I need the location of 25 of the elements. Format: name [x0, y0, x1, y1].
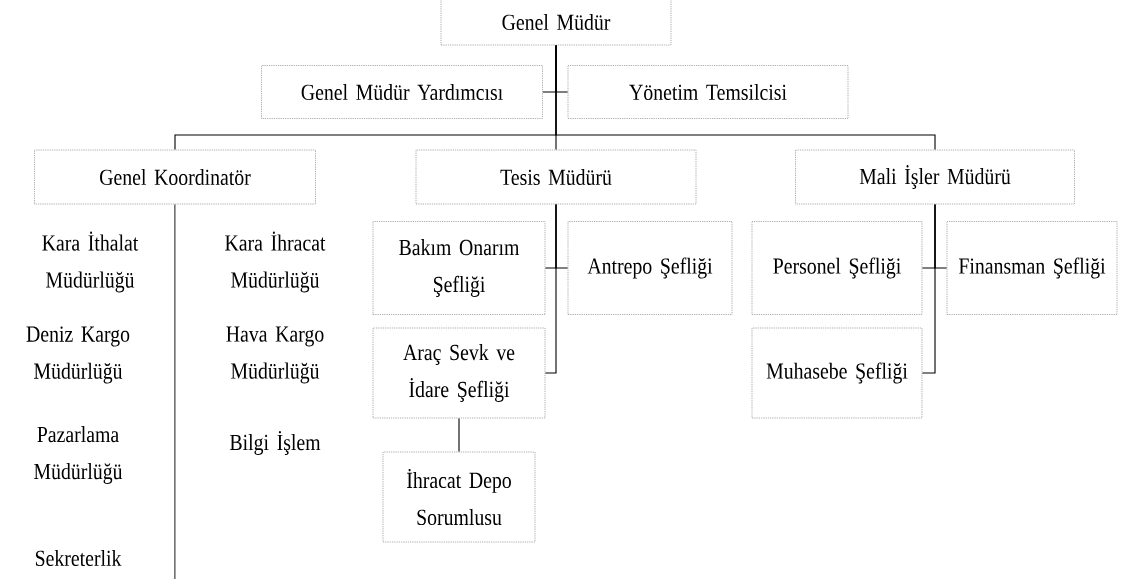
position-box: Tesis Müdürü	[415, 149, 697, 205]
position-box: Genel Koordinatör	[34, 149, 316, 205]
position-box: Genel Müdür Yardımcısı	[261, 65, 543, 119]
connector-line	[921, 203, 936, 374]
connector-line	[458, 417, 460, 453]
position-box: Yönetim Temsilcisi	[567, 65, 849, 119]
position-box: Araç Sevk ve İdare Şefliği	[372, 327, 546, 419]
position-box: Antrepo Şefliği	[567, 221, 733, 315]
position-box: Finansman Şefliği	[946, 221, 1118, 315]
position-box: Personel Şefliği	[751, 221, 923, 315]
unit-label: Pazarlama Müdürlüğü	[34, 426, 123, 484]
position-box: Bakım Onarım Şefliği	[372, 221, 546, 315]
title-box: Genel Müdür	[440, 0, 672, 46]
unit-label: Kara İthalat Müdürlüğü	[42, 231, 139, 293]
unit-label: Deniz Kargo Müdürlüğü	[26, 326, 130, 384]
unit-label: Sekreterlik	[35, 549, 122, 567]
position-box: Muhasebe Şefliği	[751, 327, 923, 419]
position-box: İhracat Depo Sorumlusu	[382, 451, 536, 543]
position-box: Mali İşler Müdürü	[795, 149, 1075, 205]
connector-line	[174, 203, 176, 579]
connector-line	[555, 44, 936, 151]
unit-label: Hava Kargo Müdürlüğü	[226, 326, 324, 384]
unit-label: Kara İhracat Müdürlüğü	[225, 231, 326, 293]
connector-line	[544, 203, 557, 374]
unit-label: Bilgi İşlem	[230, 431, 321, 455]
